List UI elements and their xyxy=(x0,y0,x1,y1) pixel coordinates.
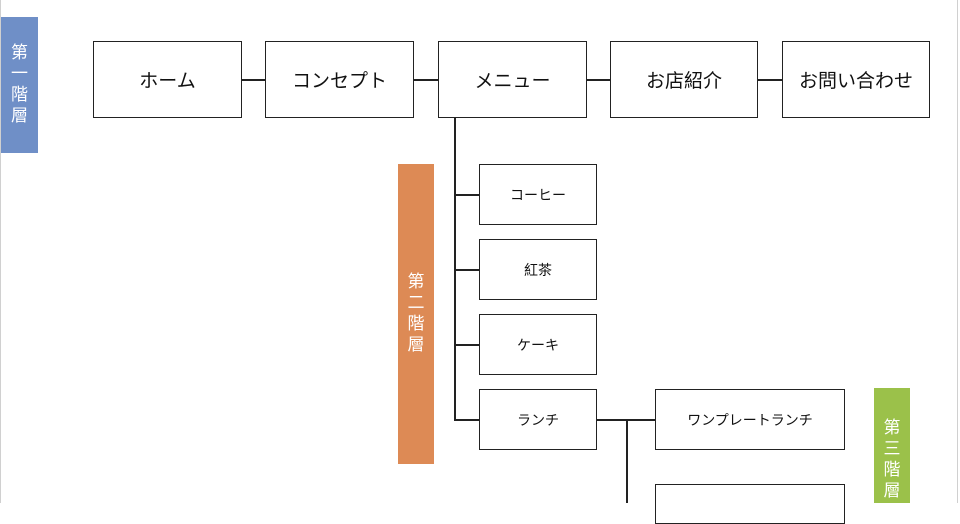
node-shop-info: お店紹介 xyxy=(610,41,758,118)
tag-level-3-char: 層 xyxy=(883,481,901,501)
tag-level-1-char: 一 xyxy=(11,64,28,84)
tag-level-1: 第 一 階 層 xyxy=(1,17,38,153)
tag-level-3-char: 第 xyxy=(883,418,901,438)
node-contact: お問い合わせ xyxy=(782,41,930,118)
node-label: コンセプト xyxy=(291,70,387,92)
node-label: ホーム xyxy=(139,70,196,92)
connector xyxy=(241,79,265,81)
tag-level-1-char: 第 xyxy=(11,43,28,63)
tag-level-2-char: 第 xyxy=(407,272,425,292)
node-level3-partial xyxy=(655,484,845,524)
connector xyxy=(626,419,628,503)
connector xyxy=(454,194,479,196)
node-label: ランチ xyxy=(517,412,559,429)
tag-level-2-char: 二 xyxy=(407,293,425,313)
node-label: ケーキ xyxy=(517,337,559,354)
connector xyxy=(454,269,479,271)
node-label: お問い合わせ xyxy=(798,70,913,92)
node-home: ホーム xyxy=(93,41,242,118)
node-coffee: コーヒー xyxy=(479,164,597,225)
connector xyxy=(413,79,438,81)
page-frame xyxy=(0,0,958,503)
node-concept: コンセプト xyxy=(265,41,414,118)
node-one-plate-lunch: ワンプレートランチ xyxy=(655,389,845,450)
tag-level-2-char: 層 xyxy=(407,335,425,355)
tag-level-1-char: 層 xyxy=(11,106,28,126)
tag-level-3-char: 階 xyxy=(883,460,901,480)
tag-level-1-char: 階 xyxy=(11,85,28,105)
connector xyxy=(757,79,782,81)
node-label: ワンプレートランチ xyxy=(687,412,813,429)
tag-level-3: 第 三 階 層 xyxy=(874,388,910,503)
connector xyxy=(454,344,479,346)
node-tea: 紅茶 xyxy=(479,239,597,300)
node-cake: ケーキ xyxy=(479,314,597,375)
node-label: お店紹介 xyxy=(645,70,722,92)
node-label: 紅茶 xyxy=(524,262,552,279)
connector xyxy=(586,79,610,81)
node-label: メニュー xyxy=(474,70,551,92)
node-label: コーヒー xyxy=(510,187,566,204)
tag-level-3-char: 三 xyxy=(883,439,901,459)
node-lunch: ランチ xyxy=(479,389,597,450)
tag-level-2-char: 階 xyxy=(407,314,425,334)
node-menu: メニュー xyxy=(438,41,587,118)
tag-level-2: 第 二 階 層 xyxy=(398,164,434,464)
connector xyxy=(454,419,479,421)
